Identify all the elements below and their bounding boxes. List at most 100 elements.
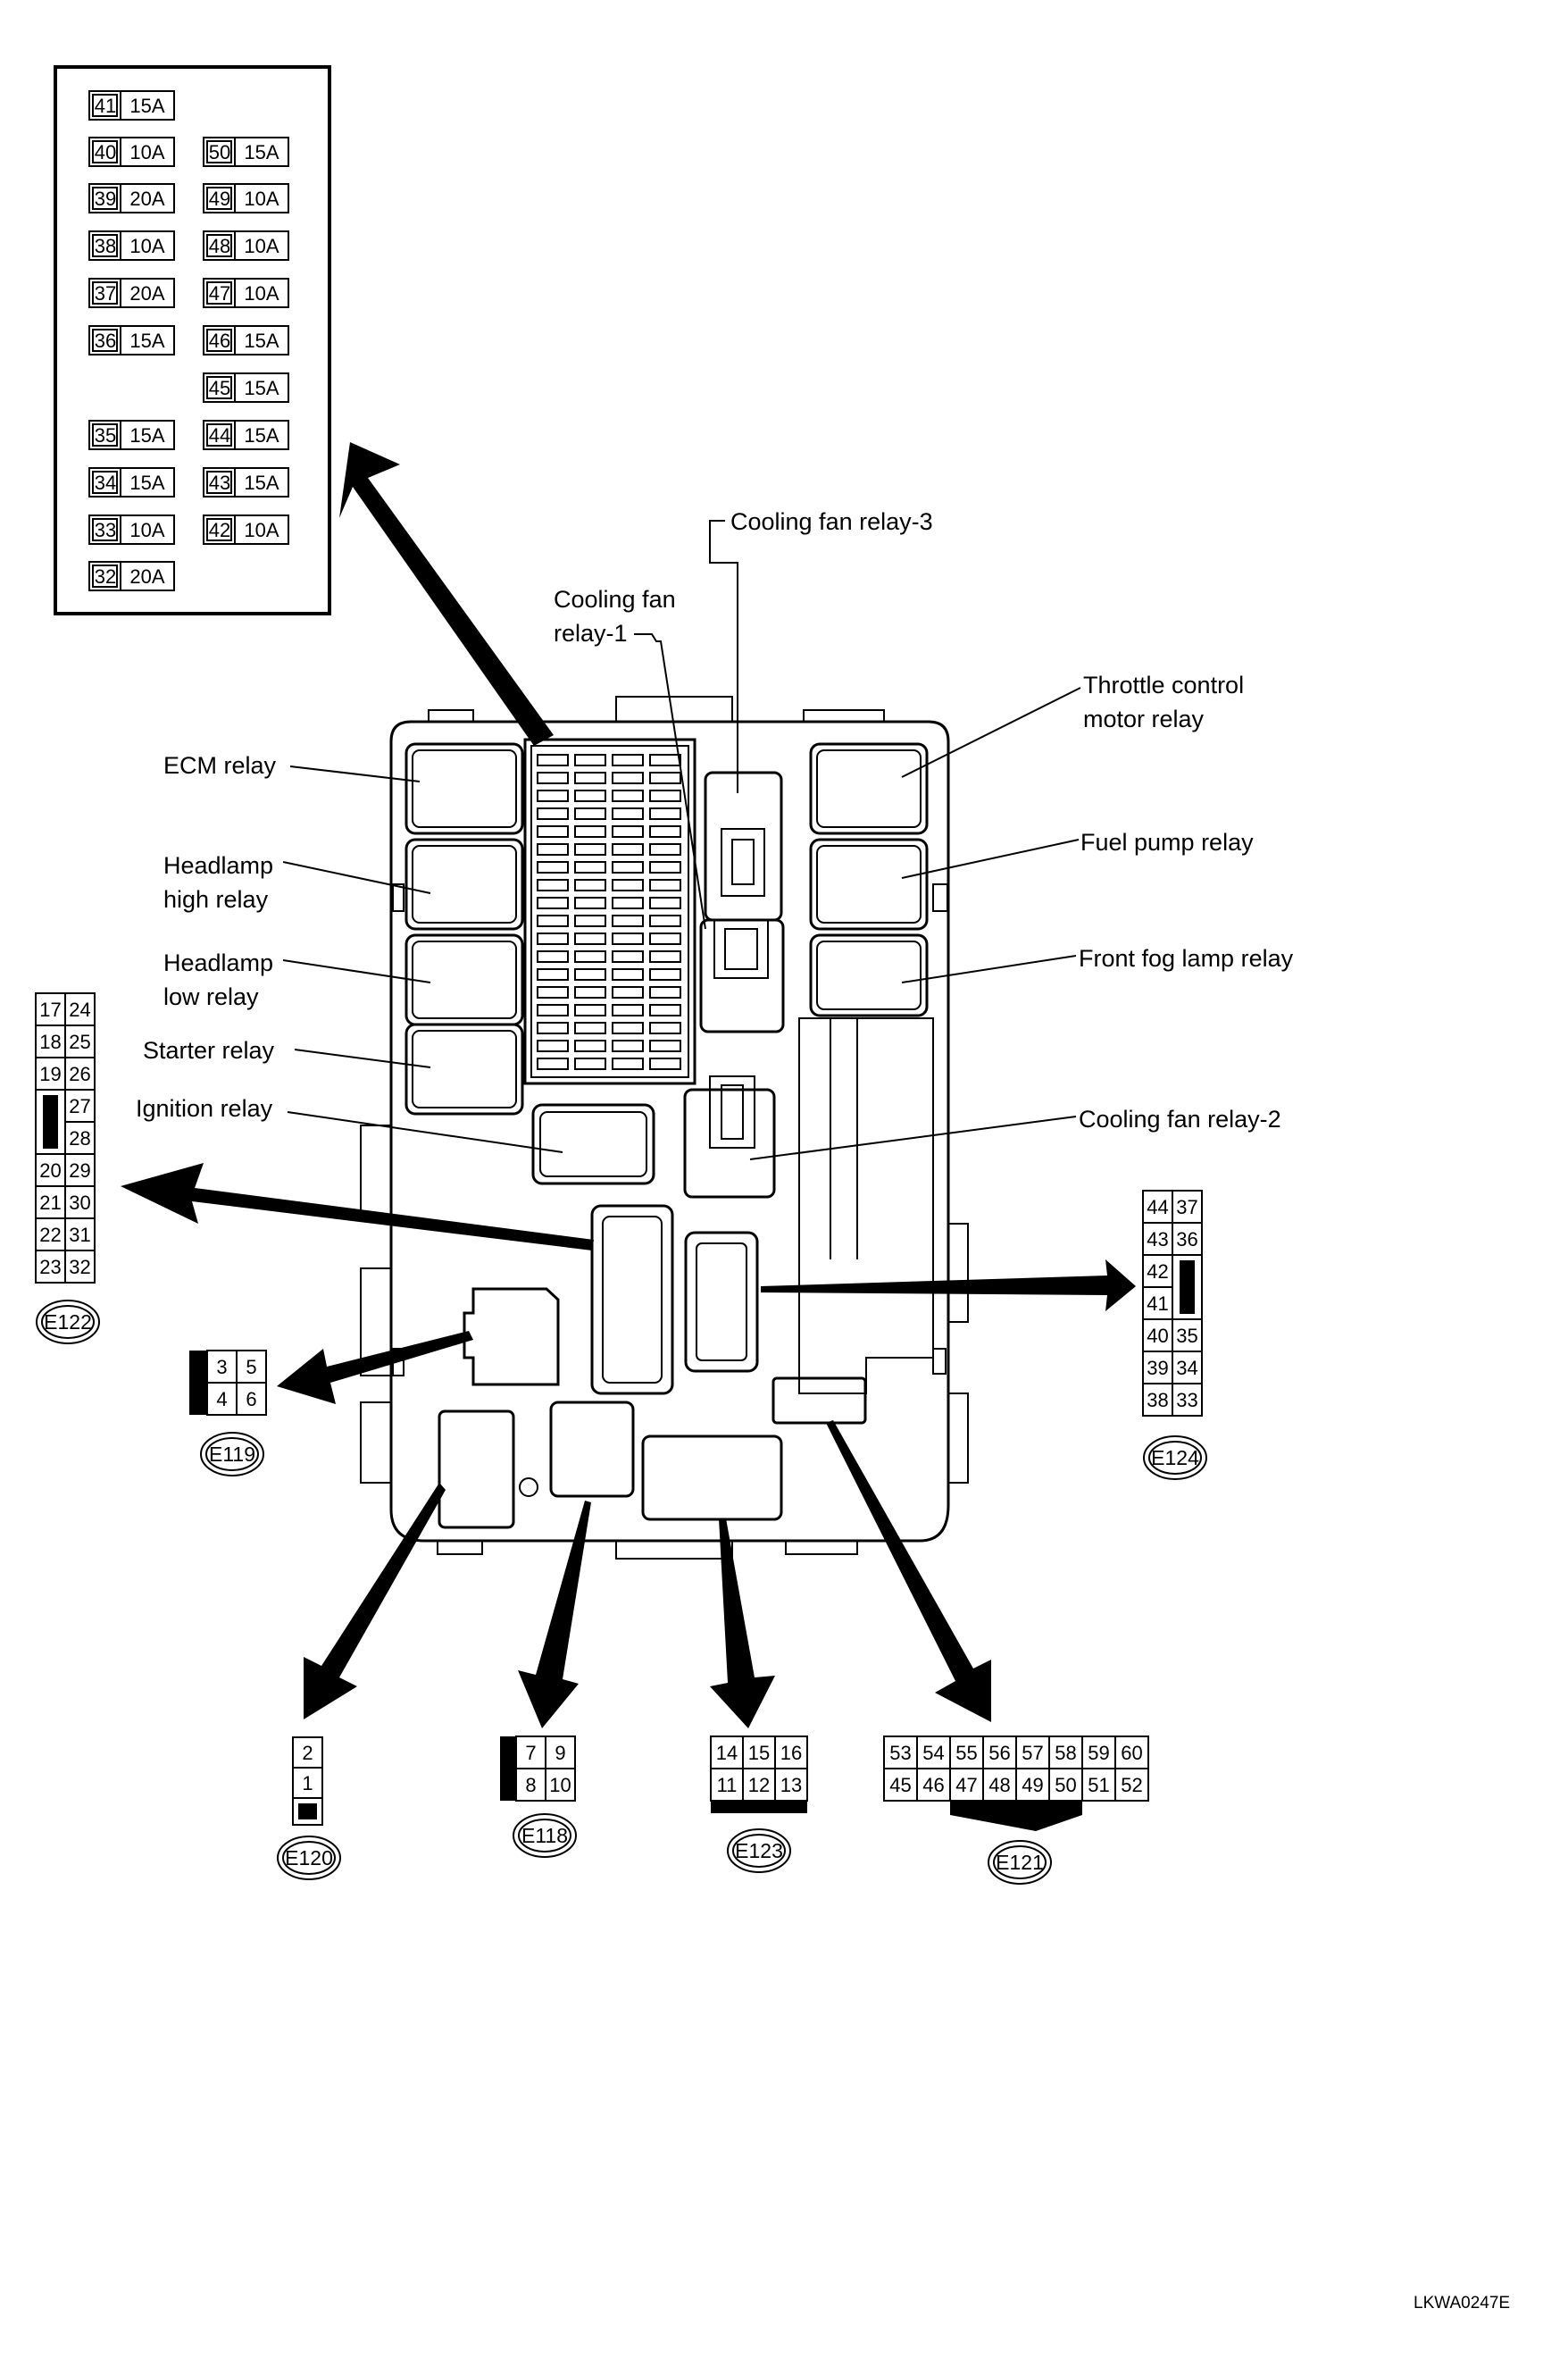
- fuse-cell: [537, 915, 569, 927]
- connector-badge-inner: [1148, 1441, 1202, 1475]
- fuse-cell: [649, 1022, 681, 1034]
- fuse-cell: [612, 790, 644, 802]
- fuse-outline: [203, 420, 289, 450]
- fuse-outline: [203, 137, 289, 167]
- pin-35: 35: [1176, 1325, 1197, 1347]
- e123-socket: [641, 1434, 783, 1521]
- connector-id: E120: [285, 1846, 333, 1869]
- pin-37: 37: [1176, 1196, 1197, 1218]
- fuse-cell: [574, 1058, 606, 1070]
- label-headlamp-high-b: high relay: [163, 886, 269, 913]
- fuse-number: 50: [209, 141, 230, 163]
- fuse-rating: 10A: [129, 235, 164, 257]
- connector-badge-inner: [993, 1845, 1047, 1879]
- label-front-fog-relay: Front fog lamp relay: [1079, 945, 1294, 972]
- fuse-number: 49: [209, 188, 230, 210]
- fuse-rating: 10A: [244, 235, 279, 257]
- pin-4: 4: [216, 1388, 227, 1410]
- label-ecm-relay: ECM relay: [163, 752, 277, 779]
- cooling-fan-relay-1-slot: [699, 918, 785, 1033]
- fuse-48: 48 10A: [203, 230, 289, 261]
- pin-31: 31: [69, 1224, 90, 1246]
- fuse-number: 43: [209, 472, 230, 494]
- pin-40: 40: [1147, 1325, 1168, 1347]
- pointer-arrows: [121, 442, 1136, 1728]
- fuse-outline: [88, 420, 175, 450]
- fuse-cell: [537, 933, 569, 945]
- pin-32: 32: [69, 1256, 90, 1278]
- label-fuel-pump-relay: Fuel pump relay: [1080, 829, 1254, 856]
- fuse-outline: [88, 90, 175, 121]
- fuse-cell: [537, 897, 569, 909]
- pin-58: 58: [1055, 1742, 1076, 1764]
- fuse-rating: 15A: [244, 472, 279, 494]
- pin-57: 57: [1022, 1742, 1043, 1764]
- pin-5: 5: [246, 1356, 256, 1378]
- arrow-e121: [826, 1420, 991, 1722]
- fuse-cell: [612, 861, 644, 874]
- fuse-outline: [88, 467, 175, 498]
- fuse-number: 32: [95, 565, 116, 588]
- label-throttle-b: motor relay: [1083, 706, 1205, 732]
- fuse-cell: [574, 843, 606, 856]
- fuse-number: 47: [209, 282, 230, 305]
- fuse-cell: [537, 843, 569, 856]
- pin-39: 39: [1147, 1357, 1168, 1379]
- fuse-cell: [574, 950, 606, 963]
- fuse-cell: [537, 772, 569, 784]
- fuse-cell: [649, 790, 681, 802]
- pin-52: 52: [1121, 1774, 1142, 1796]
- pin-20: 20: [39, 1159, 61, 1182]
- pin-12: 12: [748, 1774, 770, 1796]
- connector-badge-outer: [988, 1840, 1052, 1885]
- pin-34: 34: [1176, 1357, 1197, 1379]
- fuse-outline: [203, 230, 289, 261]
- fuse-cell: [574, 790, 606, 802]
- connector-id: E119: [209, 1443, 255, 1466]
- fuse-outline: [203, 372, 289, 403]
- fuse-rating: 15A: [129, 472, 164, 494]
- fuse-cell: [537, 1040, 569, 1052]
- fuse-rating: 10A: [244, 188, 279, 210]
- fuse-rating: 10A: [244, 519, 279, 541]
- fuse-number: 38: [95, 235, 116, 257]
- front-fog-relay-slot: [809, 933, 929, 1017]
- throttle-motor-relay-slot: [809, 742, 929, 835]
- pin-26: 26: [69, 1063, 90, 1085]
- pin-56: 56: [988, 1742, 1010, 1764]
- fuse-number: 48: [209, 235, 230, 257]
- fuse-cell: [574, 879, 606, 891]
- pin-3: 3: [216, 1356, 227, 1378]
- e124-socket: [684, 1231, 759, 1373]
- fuse-cell: [537, 879, 569, 891]
- fuse-outline: [88, 230, 175, 261]
- fuse-outline: [88, 514, 175, 545]
- pin-33: 33: [1176, 1389, 1197, 1411]
- pin-17: 17: [39, 999, 61, 1021]
- fuse-rating: 20A: [129, 188, 164, 210]
- connector-id: E124: [1151, 1446, 1199, 1469]
- arrow-e120: [304, 1483, 446, 1719]
- fuse-cell: [537, 1022, 569, 1034]
- fuse-cell: [574, 915, 606, 927]
- fuse-cell: [537, 1058, 569, 1070]
- fuse-rating: 10A: [129, 141, 164, 163]
- fuse-cell: [574, 1040, 606, 1052]
- pin-48: 48: [988, 1774, 1010, 1796]
- relay-box-body: [360, 696, 969, 1560]
- fuse-cell: [537, 807, 569, 820]
- fuse-rating: 20A: [129, 282, 164, 305]
- fuse-38: 38 10A: [88, 230, 175, 261]
- fuse-cell: [537, 950, 569, 963]
- pin-59: 59: [1088, 1742, 1109, 1764]
- fuse-number: 46: [209, 330, 230, 352]
